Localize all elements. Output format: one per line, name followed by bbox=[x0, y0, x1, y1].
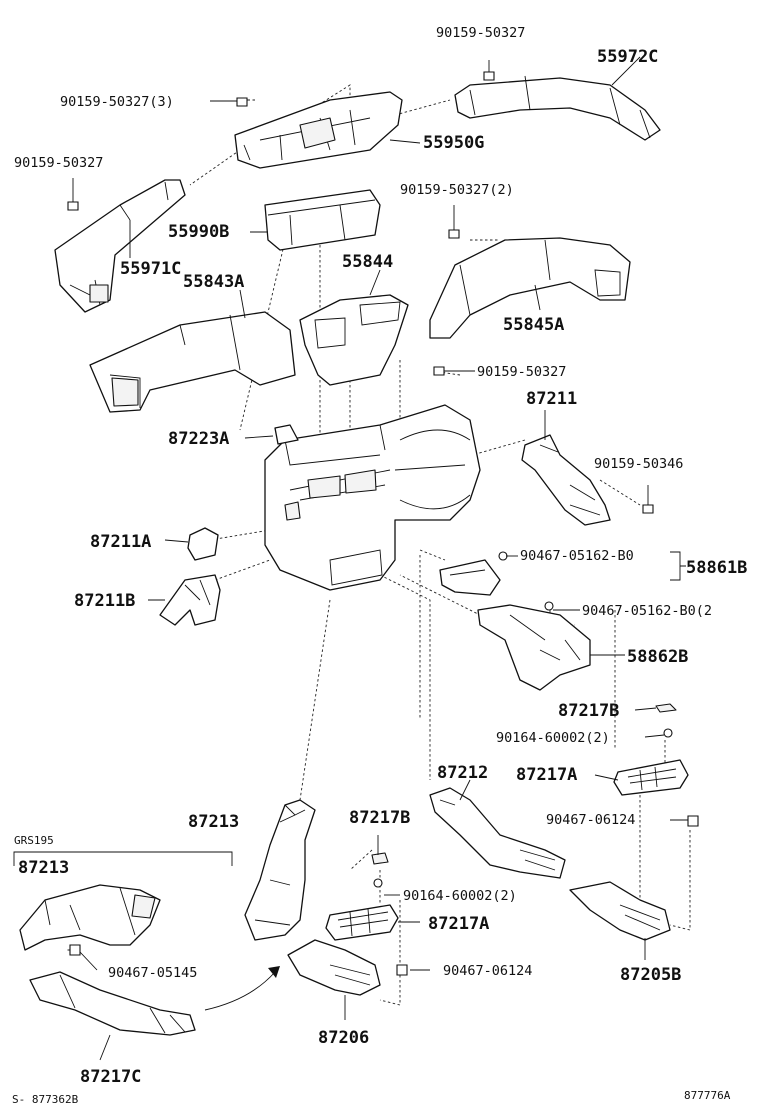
part-87213-inset bbox=[19, 884, 161, 951]
part-58862b bbox=[477, 604, 591, 691]
clip-icon bbox=[544, 601, 554, 611]
part-87217b-right bbox=[655, 703, 677, 713]
label-bolt-90159-50327-mid: 90159-50327 bbox=[477, 364, 566, 380]
label-87211: 87211 bbox=[526, 389, 577, 409]
label-clip-90467-05145: 90467-05145 bbox=[108, 965, 197, 981]
label-bolt-90159-50327-left: 90159-50327 bbox=[14, 155, 103, 171]
leader-lines bbox=[79, 56, 688, 1061]
label-nut-90467-06124-center: 90467-06124 bbox=[443, 963, 532, 979]
part-58861b bbox=[439, 559, 501, 596]
label-bolt-90159-50327-3: 90159-50327(3) bbox=[60, 94, 174, 110]
part-87217a-right bbox=[613, 759, 689, 796]
bracket-58861b bbox=[670, 551, 686, 581]
bolt-icon bbox=[642, 485, 654, 514]
label-55950g: 55950G bbox=[423, 133, 484, 153]
label-87217c: 87217C bbox=[80, 1067, 141, 1087]
label-55990b: 55990B bbox=[168, 222, 229, 242]
bolt-icon bbox=[67, 178, 79, 211]
part-87211-duct bbox=[521, 434, 611, 526]
part-87211b bbox=[159, 574, 221, 626]
label-bolt-90159-50327-2: 90159-50327(2) bbox=[400, 182, 514, 198]
screw-icon bbox=[373, 878, 383, 888]
clip-icon bbox=[498, 551, 508, 561]
part-87211a bbox=[187, 527, 219, 561]
label-bolt-90159-50346: 90159-50346 bbox=[594, 456, 683, 472]
bolt-icon bbox=[483, 60, 495, 81]
clip-icon bbox=[69, 944, 81, 956]
label-55845a: 55845A bbox=[503, 315, 564, 335]
label-87217b-right: 87217B bbox=[558, 701, 619, 721]
part-55843a-duct bbox=[89, 311, 296, 413]
label-nut-90467-06124-right: 90467-06124 bbox=[546, 812, 635, 828]
part-labels: 90159-50327 55972C 90159-50327(3) 55950G… bbox=[12, 25, 747, 1106]
label-58861b: 58861B bbox=[686, 558, 747, 578]
inset-arrow bbox=[204, 966, 280, 1011]
label-screw-90164-60002-2-right: 90164-60002(2) bbox=[496, 730, 610, 746]
part-87213-duct bbox=[244, 799, 316, 941]
label-bolt-90159-50327-top: 90159-50327 bbox=[436, 25, 525, 41]
bolt-icon bbox=[433, 366, 445, 376]
label-87217a-center: 87217A bbox=[428, 914, 489, 934]
part-55972c-duct bbox=[454, 75, 661, 141]
part-87217a-center bbox=[325, 904, 399, 941]
label-reference-left: S- 877362B bbox=[12, 1093, 79, 1106]
label-grs195: GRS195 bbox=[14, 834, 54, 847]
nut-icon bbox=[396, 964, 408, 976]
part-87223a bbox=[274, 424, 299, 445]
label-87205b: 87205B bbox=[620, 965, 681, 985]
label-55972c: 55972C bbox=[597, 47, 658, 67]
label-reference-right: 877776A bbox=[684, 1089, 731, 1102]
label-87217a-right: 87217A bbox=[516, 765, 577, 785]
label-clip-90467-05162-b0: 90467-05162-B0 bbox=[520, 548, 634, 564]
part-87217c-inset bbox=[29, 971, 196, 1036]
label-clip-90467-05162-b0-2: 90467-05162-B0(2 bbox=[582, 603, 712, 619]
part-55990b-box bbox=[264, 189, 381, 251]
part-87205b bbox=[569, 881, 671, 941]
part-55950g-vent bbox=[234, 91, 403, 169]
label-screw-90164-60002-2-center: 90164-60002(2) bbox=[403, 888, 517, 904]
label-87211b: 87211B bbox=[74, 591, 135, 611]
label-55843a: 55843A bbox=[183, 272, 244, 292]
fasteners bbox=[67, 60, 699, 976]
label-55971c: 55971C bbox=[120, 259, 181, 279]
label-55844: 55844 bbox=[342, 252, 393, 272]
label-87213: 87213 bbox=[188, 812, 239, 832]
nut-icon bbox=[687, 815, 699, 827]
part-87217b-center bbox=[371, 852, 389, 865]
label-58862b: 58862B bbox=[627, 647, 688, 667]
part-87206 bbox=[287, 939, 381, 996]
label-87223a: 87223A bbox=[168, 429, 229, 449]
part-55845a-duct bbox=[429, 237, 631, 339]
part-55971c-duct bbox=[54, 179, 186, 313]
label-87213-inset: 87213 bbox=[18, 858, 69, 878]
part-87212-duct bbox=[429, 787, 566, 879]
bolt-icon bbox=[236, 97, 248, 107]
bolt-icon bbox=[448, 205, 460, 239]
grs195-bracket bbox=[13, 851, 233, 866]
label-87212: 87212 bbox=[437, 763, 488, 783]
screw-icon bbox=[663, 728, 673, 738]
label-87206: 87206 bbox=[318, 1028, 369, 1048]
label-87217b-center: 87217B bbox=[349, 808, 410, 828]
part-55844-bracket bbox=[299, 294, 409, 386]
part-heater-unit bbox=[264, 404, 481, 591]
label-87211a: 87211A bbox=[90, 532, 151, 552]
